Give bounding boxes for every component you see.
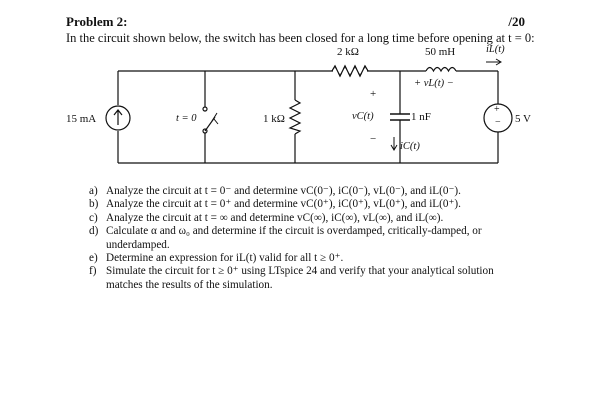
switch-symbol — [202, 106, 219, 134]
list-item: b)Analyze the circuit at t = 0⁺ and dete… — [89, 198, 461, 211]
inductor-voltage-label: + vL(t) − — [414, 78, 454, 89]
problem-intro: In the circuit shown below, the switch h… — [66, 31, 535, 45]
current-source-symbol — [105, 105, 131, 131]
inductor-symbol — [425, 66, 457, 73]
list-item: e)Determine an expression for iL(t) vali… — [89, 252, 344, 265]
question-list: a)Analyze the circuit at t = 0⁻ and dete… — [89, 185, 536, 292]
cap-current-arrow — [390, 137, 398, 151]
voltage-source-label: 5 V — [515, 113, 531, 125]
voltage-source-plus: + — [494, 104, 500, 115]
switch-label: t = 0 — [176, 113, 197, 124]
resistor-2k-label: 2 kΩ — [337, 46, 359, 58]
voltage-source-minus: − — [495, 117, 501, 128]
cap-current-label: iC(t) — [400, 141, 420, 152]
inductor-current-label: iL(t) — [486, 44, 505, 55]
list-item: a)Analyze the circuit at t = 0⁻ and dete… — [89, 185, 461, 197]
cap-plus-sign: + — [370, 88, 377, 100]
cap-voltage-label: vC(t) — [352, 111, 374, 122]
resistor-1k-symbol — [288, 99, 302, 135]
current-source-label: 15 mA — [66, 113, 97, 125]
inductor-label: 50 mH — [425, 46, 456, 58]
voltage-source-symbol — [483, 103, 513, 133]
list-item: f)Simulate the circuit for t ≥ 0⁺ using … — [89, 265, 494, 291]
inductor-current-arrow — [486, 58, 502, 66]
resistor-1k-label: 1 kΩ — [263, 113, 285, 125]
problem-points: /20 — [508, 14, 525, 29]
capacitor-label: 1 nF — [411, 111, 431, 123]
capacitor-symbol — [390, 113, 410, 121]
problem-title: Problem 2: — [66, 14, 128, 29]
list-item: d)Calculate α and ω₀ and determine if th… — [89, 225, 482, 251]
cap-minus-sign: − — [370, 133, 377, 145]
circuit-diagram — [105, 58, 513, 164]
list-item: c)Analyze the circuit at t = ∞ and deter… — [89, 211, 444, 224]
